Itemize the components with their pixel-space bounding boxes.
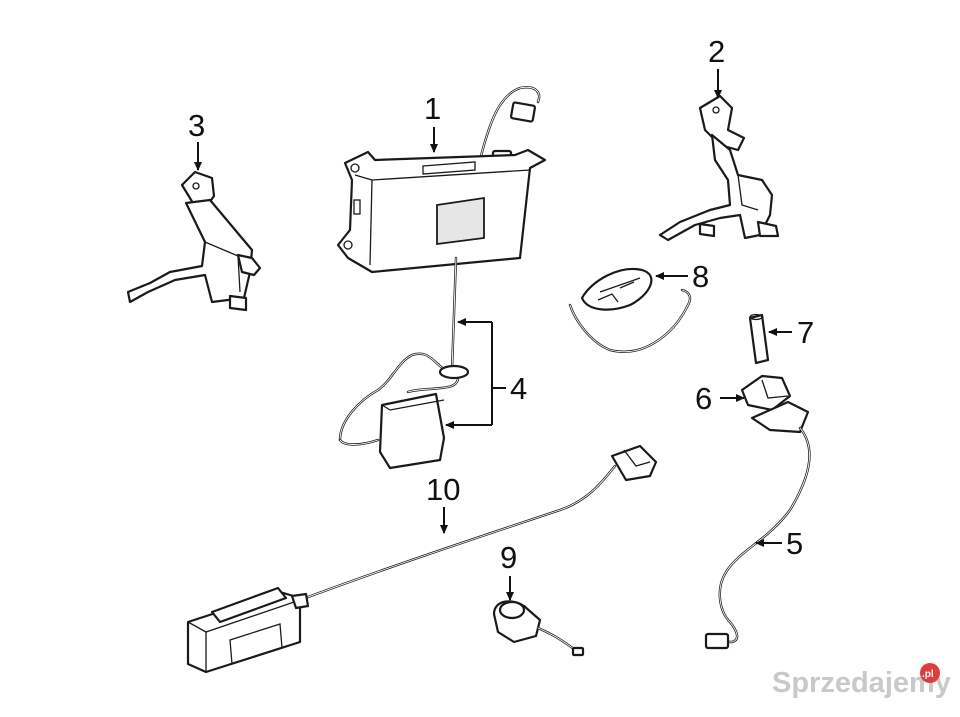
callout-10: 10 bbox=[426, 472, 460, 534]
watermark-badge: .pl bbox=[922, 669, 934, 680]
callout-4-label: 4 bbox=[510, 371, 527, 406]
callout-7-label: 7 bbox=[797, 315, 814, 350]
watermark: Sprzedajemy .pl bbox=[772, 663, 951, 699]
watermark-badge-icon bbox=[920, 663, 940, 683]
callout-4: 4 bbox=[445, 318, 527, 429]
callout-6: 6 bbox=[695, 381, 745, 416]
callout-5: 5 bbox=[755, 526, 803, 561]
wiring-harness bbox=[186, 444, 658, 674]
antenna-harness bbox=[338, 352, 470, 470]
antenna-wire-assembly bbox=[704, 374, 811, 650]
sensor bbox=[492, 600, 585, 657]
callout-3-label: 3 bbox=[188, 108, 205, 143]
callout-8-label: 8 bbox=[692, 259, 709, 294]
switch-assembly bbox=[568, 267, 692, 353]
callout-6-label: 6 bbox=[695, 381, 712, 416]
callout-2: 2 bbox=[708, 34, 725, 99]
callout-8: 8 bbox=[655, 259, 709, 294]
pin bbox=[748, 313, 770, 365]
callout-1-label: 1 bbox=[424, 91, 441, 126]
callout-7: 7 bbox=[768, 315, 814, 350]
callout-5-label: 5 bbox=[786, 526, 803, 561]
control-module bbox=[336, 86, 547, 372]
callout-3: 3 bbox=[188, 108, 205, 171]
callout-2-label: 2 bbox=[708, 34, 725, 69]
callout-1: 1 bbox=[424, 91, 441, 153]
callout-10-label: 10 bbox=[426, 472, 460, 507]
bracket-left bbox=[126, 170, 262, 312]
bracket-right bbox=[658, 94, 780, 242]
callout-9: 9 bbox=[500, 540, 517, 601]
callout-9-label: 9 bbox=[500, 540, 517, 575]
